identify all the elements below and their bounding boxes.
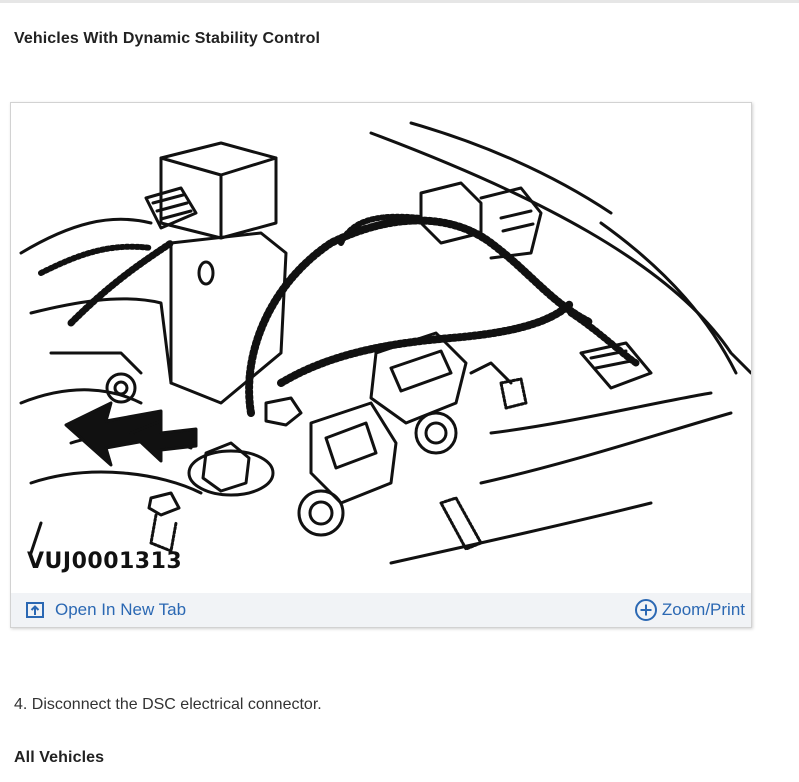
open-new-tab-icon [26,602,44,618]
section-heading-all-vehicles: All Vehicles [14,749,105,766]
zoom-plus-icon [634,599,657,621]
open-in-new-tab-label: Open In New Tab [55,600,187,619]
engine-diagram-illustration [19,121,751,565]
figure-id-label: VUJ0001313 [27,549,183,574]
figure-toolbar: Open In New Tab Zoom/Print [11,593,751,627]
top-shadow [0,0,799,3]
section-heading-dsc: Vehicles With Dynamic Stability Control [14,30,321,47]
zoom-print-label: Zoom/Print [661,600,745,619]
zoom-print-button[interactable]: Zoom/Print [634,593,745,627]
figure-card: VUJ0001313 Open In New Tab Zoom/Print [10,102,752,628]
open-in-new-tab-button[interactable]: Open In New Tab [25,593,186,627]
step-text: 4. Disconnect the DSC electrical connect… [14,696,322,713]
